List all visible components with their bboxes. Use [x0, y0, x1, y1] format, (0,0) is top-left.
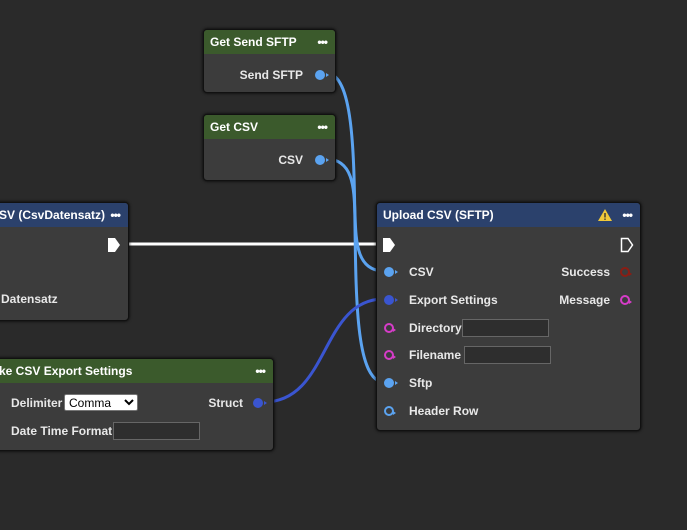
output-pin[interactable]: [315, 70, 329, 80]
directory-pin[interactable]: [384, 323, 396, 333]
output-pin[interactable]: [315, 155, 329, 165]
csv-datensatz-node[interactable]: SV (CsvDatensatz) ••• Datensatz: [0, 202, 129, 321]
node-title: Get Send SFTP: [210, 35, 297, 49]
get-csv-node[interactable]: Get CSV ••• CSV: [203, 114, 336, 181]
node-title: Upload CSV (SFTP): [383, 208, 494, 222]
exec-out-icon[interactable]: [107, 237, 121, 253]
output-label: CSV: [278, 153, 303, 167]
more-dots-icon[interactable]: •••: [622, 208, 633, 222]
more-dots-icon[interactable]: •••: [255, 364, 266, 378]
sftp-pin[interactable]: [384, 378, 398, 388]
node-title: ke CSV Export Settings: [0, 364, 133, 378]
input-label: CSV: [409, 265, 434, 279]
csv-pin[interactable]: [384, 267, 398, 277]
output-label: Message: [559, 293, 610, 307]
node-title: Get CSV: [210, 120, 259, 134]
filename-pin[interactable]: [384, 350, 396, 360]
input-label: Directory: [409, 321, 462, 335]
upload-csv-node[interactable]: Upload CSV (SFTP) ••• CSV Export Setting…: [376, 202, 641, 431]
datetime-label: Date Time Format: [11, 424, 113, 438]
input-label: Header Row: [409, 404, 479, 418]
more-dots-icon[interactable]: •••: [317, 35, 328, 49]
output-label: Struct: [208, 396, 243, 410]
node-title: SV (CsvDatensatz): [0, 208, 106, 222]
warning-triangle-icon: [598, 209, 612, 221]
export-settings-pin[interactable]: [384, 295, 398, 305]
directory-input[interactable]: [462, 319, 549, 337]
filename-input[interactable]: [464, 346, 551, 364]
delimiter-select[interactable]: Comma: [64, 394, 138, 411]
exec-out-icon[interactable]: [620, 237, 634, 253]
success-pin[interactable]: [620, 267, 632, 277]
datetime-input[interactable]: [113, 422, 200, 440]
delimiter-label: Delimiter: [11, 396, 63, 410]
output-label: Datensatz: [1, 292, 58, 306]
get-send-sftp-node[interactable]: Get Send SFTP ••• Send SFTP: [203, 29, 336, 93]
message-pin[interactable]: [620, 295, 632, 305]
more-dots-icon[interactable]: •••: [110, 208, 121, 222]
input-label: Filename: [409, 348, 462, 362]
exec-in-icon[interactable]: [382, 237, 396, 253]
more-dots-icon[interactable]: •••: [317, 120, 328, 134]
output-label: Success: [561, 265, 610, 279]
output-pin[interactable]: [253, 398, 267, 408]
input-label: Export Settings: [409, 293, 498, 307]
output-label: Send SFTP: [239, 68, 303, 82]
header-row-pin[interactable]: [384, 406, 396, 416]
csv-export-settings-node[interactable]: ke CSV Export Settings ••• Delimiter Comm…: [0, 358, 274, 451]
csv-wire: [325, 157, 385, 273]
settings-wire: [263, 297, 385, 404]
input-label: Sftp: [409, 376, 433, 390]
